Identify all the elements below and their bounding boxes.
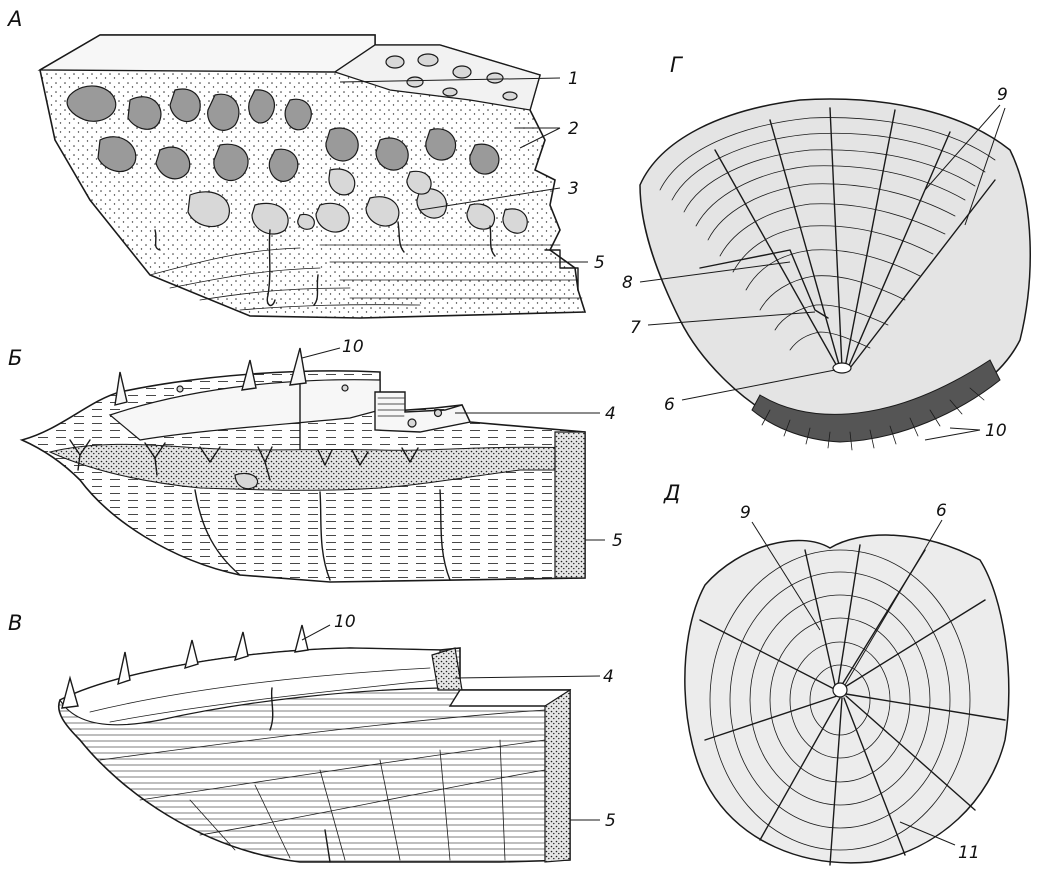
panel-letter-v: В: [8, 611, 22, 635]
panel-v: В: [8, 611, 616, 862]
panel-b-pore-4: [342, 385, 348, 391]
callout-g-8: 8: [622, 273, 633, 293]
callout-g-6: 6: [664, 395, 675, 415]
panel-b-side-face: [555, 432, 585, 578]
callout-b-4: 4: [605, 404, 616, 424]
panel-b-pore-3: [177, 386, 183, 392]
callout-v-5: 5: [605, 811, 616, 831]
panel-a-top-layer: [40, 35, 375, 72]
panel-b-leader-10: [302, 348, 340, 358]
panel-letter-d: Д: [663, 481, 680, 505]
panel-b-pore-1: [408, 419, 416, 427]
panel-letter-g: Г: [670, 53, 684, 77]
panel-g: Г: [622, 53, 1030, 450]
panel-v-leader-10: [302, 625, 330, 640]
panel-a: А: [6, 7, 605, 318]
callout-g-10: 10: [985, 421, 1007, 441]
panel-v-leader-4: [455, 676, 600, 678]
callout-a-3: 3: [568, 179, 579, 199]
panel-g-focus: [833, 363, 851, 373]
panel-d-focus: [833, 683, 847, 697]
callout-a-1: 1: [568, 69, 579, 89]
callout-d-6: 6: [936, 501, 947, 521]
callout-d-9: 9: [740, 503, 751, 523]
panel-g-leader-10b: [950, 428, 980, 430]
callout-v-10: 10: [334, 612, 356, 632]
panel-b: Б: [8, 337, 623, 582]
panel-v-side-face: [545, 690, 570, 862]
callout-a-5: 5: [594, 253, 605, 273]
panel-letter-b: Б: [8, 346, 22, 370]
panel-letter-a: А: [6, 7, 22, 31]
callout-g-7: 7: [630, 318, 641, 338]
callout-b-5: 5: [612, 531, 623, 551]
callout-a-2: 2: [568, 119, 579, 139]
callout-b-10: 10: [342, 337, 364, 357]
callout-d-11: 11: [958, 843, 980, 863]
callout-g-9: 9: [997, 85, 1008, 105]
panel-d: Д 9 6 11: [663, 481, 1009, 865]
panel-d-scale: [685, 535, 1009, 863]
panel-g-leader-10a: [925, 430, 980, 440]
panel-b-pore-2: [435, 410, 442, 417]
callout-v-4: 4: [603, 667, 614, 687]
